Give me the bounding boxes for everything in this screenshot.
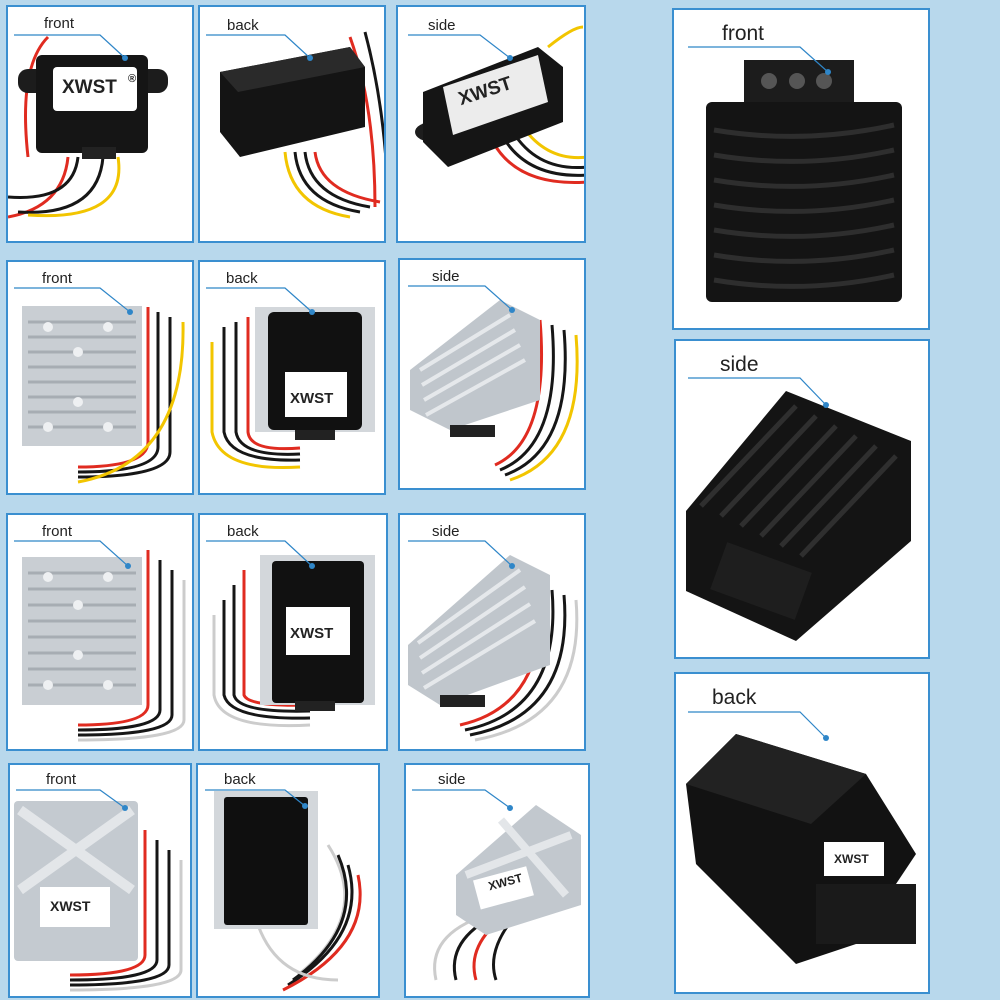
panel-r3c3: side bbox=[398, 513, 586, 751]
product-image bbox=[415, 25, 584, 184]
panel-r3c2: back XWST bbox=[198, 513, 388, 751]
panel-r4c3: side XWST bbox=[404, 763, 590, 998]
product-image bbox=[686, 734, 916, 964]
panel-r4c1: front XWST bbox=[8, 763, 192, 998]
panel-r1c1: front XWST ® bbox=[6, 5, 194, 243]
logo-text: XWST bbox=[290, 390, 334, 407]
view-label: back bbox=[226, 270, 258, 287]
product-image bbox=[433, 805, 581, 981]
panel-r3c1: front bbox=[6, 513, 194, 751]
view-label: back bbox=[712, 686, 757, 709]
panel-r4c2: back bbox=[196, 763, 380, 998]
logo-text: XWST bbox=[834, 852, 869, 866]
product-image bbox=[686, 391, 911, 641]
panel-r1c3: side XWST bbox=[396, 5, 586, 243]
product-image bbox=[22, 306, 185, 484]
registered-mark: ® bbox=[128, 73, 137, 85]
view-label: side bbox=[438, 771, 466, 788]
view-label: side bbox=[432, 523, 460, 540]
logo-text: XWST bbox=[62, 77, 117, 98]
product-image bbox=[14, 801, 183, 992]
product-image bbox=[22, 550, 186, 742]
panel-big-back: back XWST bbox=[674, 672, 930, 994]
product-image bbox=[408, 555, 579, 742]
view-label: back bbox=[224, 771, 256, 788]
product-image bbox=[210, 307, 375, 470]
view-label: side bbox=[432, 268, 460, 285]
product-image bbox=[220, 31, 384, 219]
panel-r1c2: back bbox=[198, 5, 386, 243]
logo-text: XWST bbox=[290, 625, 334, 642]
logo-text: XWST bbox=[50, 898, 91, 914]
view-label: side bbox=[428, 17, 456, 34]
product-image bbox=[410, 300, 579, 482]
product-image bbox=[212, 555, 375, 728]
view-label: front bbox=[42, 523, 73, 540]
panel-r2c3: side bbox=[398, 258, 586, 490]
view-label: back bbox=[227, 523, 259, 540]
view-label: side bbox=[720, 353, 759, 376]
panel-big-front: front bbox=[672, 8, 930, 330]
view-label: front bbox=[42, 270, 73, 287]
view-label: front bbox=[46, 771, 77, 788]
view-label: front bbox=[44, 15, 75, 32]
panel-r2c2: back XWST bbox=[198, 260, 386, 495]
product-image bbox=[214, 791, 362, 992]
view-label: back bbox=[227, 17, 259, 34]
view-label: front bbox=[722, 22, 765, 45]
panel-big-side: side bbox=[674, 339, 930, 659]
product-image bbox=[8, 35, 168, 219]
panel-r2c1: front bbox=[6, 260, 194, 495]
product-image bbox=[706, 60, 902, 302]
